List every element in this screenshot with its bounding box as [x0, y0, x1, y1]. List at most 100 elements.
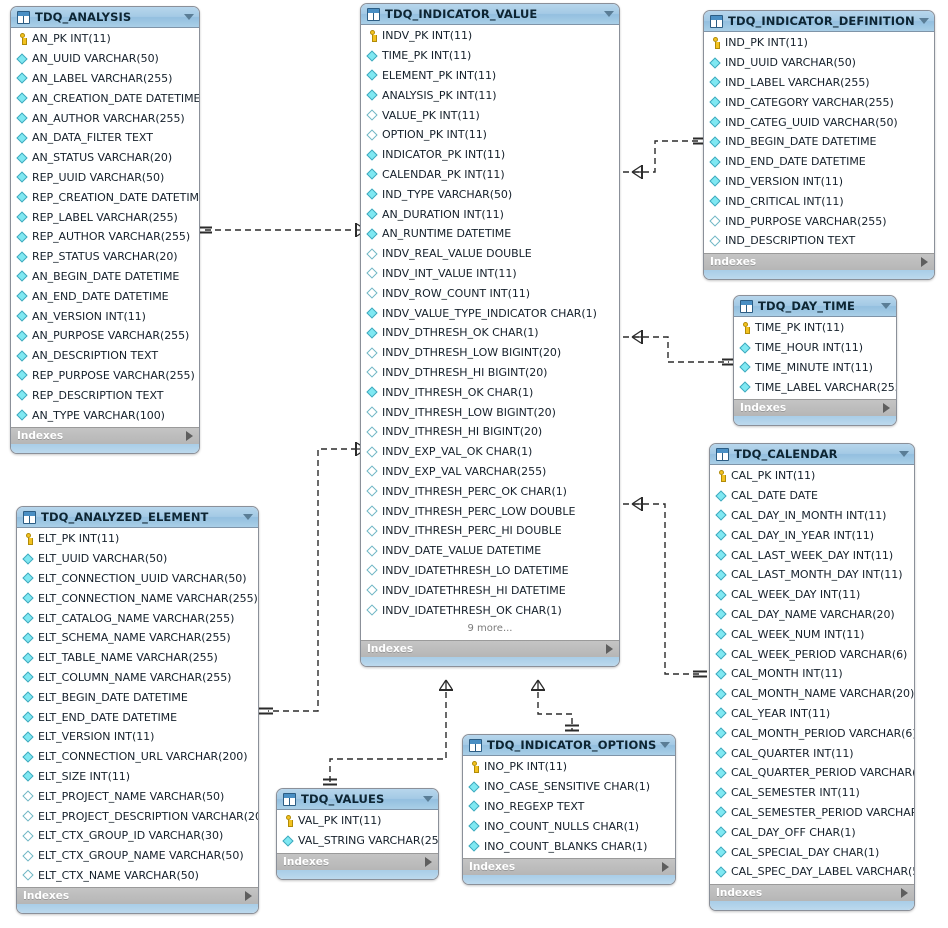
column-row[interactable]: CAL_DAY_OFF CHAR(1): [710, 822, 914, 842]
column-row[interactable]: ELT_TABLE_NAME VARCHAR(255): [17, 648, 258, 668]
column-row[interactable]: REP_STATUS VARCHAR(20): [11, 247, 199, 267]
column-row[interactable]: AN_STATUS VARCHAR(20): [11, 148, 199, 168]
column-row[interactable]: IND_UUID VARCHAR(50): [704, 53, 934, 73]
column-row[interactable]: INDV_ITHRESH_PERC_OK CHAR(1): [361, 481, 619, 501]
column-row[interactable]: INDV_IDATETHRESH_HI DATETIME: [361, 580, 619, 600]
column-row[interactable]: INDV_ITHRESH_PERC_HI DOUBLE: [361, 521, 619, 541]
column-row[interactable]: INDV_ROW_COUNT INT(11): [361, 283, 619, 303]
column-row[interactable]: CAL_SPEC_DAY_LABEL VARCHAR(50): [710, 862, 914, 882]
column-row[interactable]: AN_DESCRIPTION TEXT: [11, 346, 199, 366]
column-row[interactable]: CAL_QUARTER_PERIOD VARCHAR(5): [710, 763, 914, 783]
column-row[interactable]: CAL_MONTH INT(11): [710, 664, 914, 684]
column-row[interactable]: IND_DESCRIPTION TEXT: [704, 231, 934, 251]
column-row[interactable]: REP_LABEL VARCHAR(255): [11, 207, 199, 227]
column-row[interactable]: IND_BEGIN_DATE DATETIME: [704, 132, 934, 152]
indexes-section[interactable]: Indexes: [463, 857, 675, 875]
column-row[interactable]: CAL_QUARTER INT(11): [710, 743, 914, 763]
column-row[interactable]: TIME_MINUTE INT(11): [734, 358, 896, 378]
column-row[interactable]: AN_TYPE VARCHAR(100): [11, 405, 199, 425]
chevron-down-icon[interactable]: [243, 514, 253, 520]
indexes-section[interactable]: Indexes: [11, 426, 199, 444]
expand-indexes-icon[interactable]: [901, 887, 908, 898]
column-row[interactable]: ELT_CATALOG_NAME VARCHAR(255): [17, 608, 258, 628]
column-row[interactable]: INDV_ITHRESH_LOW BIGINT(20): [361, 402, 619, 422]
column-row[interactable]: ELT_PK INT(11): [17, 529, 258, 549]
column-row[interactable]: INO_COUNT_NULLS CHAR(1): [463, 816, 675, 836]
column-row[interactable]: CAL_MONTH_PERIOD VARCHAR(6): [710, 723, 914, 743]
column-row[interactable]: CAL_MONTH_NAME VARCHAR(20): [710, 684, 914, 704]
column-row[interactable]: VAL_STRING VARCHAR(255): [277, 831, 438, 851]
column-row[interactable]: VAL_PK INT(11): [277, 811, 438, 831]
column-row[interactable]: IND_CRITICAL INT(11): [704, 191, 934, 211]
column-row[interactable]: AN_DURATION INT(11): [361, 204, 619, 224]
column-row[interactable]: AN_BEGIN_DATE DATETIME: [11, 267, 199, 287]
column-row[interactable]: INDV_EXP_VAL VARCHAR(255): [361, 462, 619, 482]
column-row[interactable]: INDV_VALUE_TYPE_INDICATOR CHAR(1): [361, 303, 619, 323]
column-row[interactable]: ELT_BEGIN_DATE DATETIME: [17, 687, 258, 707]
indexes-section[interactable]: Indexes: [17, 887, 258, 905]
column-row[interactable]: ELT_SIZE INT(11): [17, 767, 258, 787]
column-row[interactable]: IND_TYPE VARCHAR(50): [361, 184, 619, 204]
column-row[interactable]: AN_RUNTIME DATETIME: [361, 224, 619, 244]
column-row[interactable]: AN_PURPOSE VARCHAR(255): [11, 326, 199, 346]
entity-header[interactable]: TDQ_INDICATOR_VALUE: [361, 4, 619, 25]
expand-indexes-icon[interactable]: [883, 403, 890, 414]
column-row[interactable]: IND_PURPOSE VARCHAR(255): [704, 211, 934, 231]
column-row[interactable]: INDV_IDATETHRESH_OK CHAR(1): [361, 600, 619, 620]
column-row[interactable]: INDV_EXP_VAL_OK CHAR(1): [361, 442, 619, 462]
chevron-down-icon[interactable]: [899, 451, 909, 457]
column-row[interactable]: IND_PK INT(11): [704, 33, 934, 53]
column-row[interactable]: INDV_DATE_VALUE DATETIME: [361, 541, 619, 561]
column-row[interactable]: CAL_WEEK_DAY INT(11): [710, 585, 914, 605]
chevron-down-icon[interactable]: [919, 18, 929, 24]
column-row[interactable]: INDV_ITHRESH_PERC_LOW DOUBLE: [361, 501, 619, 521]
column-row[interactable]: INDV_DTHRESH_OK CHAR(1): [361, 323, 619, 343]
column-row[interactable]: CAL_WEEK_NUM INT(11): [710, 624, 914, 644]
column-row[interactable]: IND_END_DATE DATETIME: [704, 152, 934, 172]
indexes-section[interactable]: Indexes: [710, 883, 914, 901]
more-columns-label[interactable]: 9 more...: [467, 622, 513, 634]
column-row[interactable]: CAL_DATE DATE: [710, 486, 914, 506]
column-row[interactable]: ELT_SCHEMA_NAME VARCHAR(255): [17, 628, 258, 648]
column-row[interactable]: IND_VERSION INT(11): [704, 172, 934, 192]
expand-indexes-icon[interactable]: [662, 861, 669, 872]
expand-indexes-icon[interactable]: [245, 891, 252, 902]
column-row[interactable]: CALENDAR_PK INT(11): [361, 165, 619, 185]
column-row[interactable]: AN_LABEL VARCHAR(255): [11, 69, 199, 89]
column-row[interactable]: ELT_CONNECTION_URL VARCHAR(200): [17, 747, 258, 767]
chevron-down-icon[interactable]: [184, 14, 194, 20]
column-row[interactable]: TIME_HOUR INT(11): [734, 338, 896, 358]
entity-header[interactable]: TDQ_CALENDAR: [710, 444, 914, 465]
column-row[interactable]: IND_CATEGORY VARCHAR(255): [704, 92, 934, 112]
column-row[interactable]: TIME_PK INT(11): [361, 46, 619, 66]
column-row[interactable]: ELT_CTX_GROUP_ID VARCHAR(30): [17, 826, 258, 846]
column-row[interactable]: REP_PURPOSE VARCHAR(255): [11, 366, 199, 386]
column-row[interactable]: INDV_INT_VALUE INT(11): [361, 264, 619, 284]
column-row[interactable]: AN_CREATION_DATE DATETIME: [11, 88, 199, 108]
column-row[interactable]: INO_REGEXP TEXT: [463, 797, 675, 817]
column-row[interactable]: INO_CASE_SENSITIVE CHAR(1): [463, 777, 675, 797]
indexes-section[interactable]: Indexes: [734, 399, 896, 417]
column-row[interactable]: INO_PK INT(11): [463, 757, 675, 777]
column-row[interactable]: CAL_SPECIAL_DAY CHAR(1): [710, 842, 914, 862]
column-row[interactable]: REP_CREATION_DATE DATETIME: [11, 187, 199, 207]
chevron-down-icon[interactable]: [423, 796, 433, 802]
column-row[interactable]: CAL_PK INT(11): [710, 466, 914, 486]
column-row[interactable]: ELT_COLUMN_NAME VARCHAR(255): [17, 668, 258, 688]
column-row[interactable]: ELT_CTX_GROUP_NAME VARCHAR(50): [17, 846, 258, 866]
column-row[interactable]: INDV_DTHRESH_HI BIGINT(20): [361, 363, 619, 383]
column-row[interactable]: OPTION_PK INT(11): [361, 125, 619, 145]
column-row[interactable]: ELEMENT_PK INT(11): [361, 66, 619, 86]
column-row[interactable]: AN_DATA_FILTER TEXT: [11, 128, 199, 148]
column-row[interactable]: REP_UUID VARCHAR(50): [11, 168, 199, 188]
expand-indexes-icon[interactable]: [425, 856, 432, 867]
column-row[interactable]: CAL_DAY_IN_YEAR INT(11): [710, 525, 914, 545]
column-row[interactable]: AN_UUID VARCHAR(50): [11, 49, 199, 69]
column-row[interactable]: IND_CATEG_UUID VARCHAR(50): [704, 112, 934, 132]
column-row[interactable]: TIME_PK INT(11): [734, 318, 896, 338]
column-row[interactable]: CAL_SEMESTER_PERIOD VARCHAR(6): [710, 803, 914, 823]
entity-header[interactable]: TDQ_INDICATOR_DEFINITION: [704, 11, 934, 32]
